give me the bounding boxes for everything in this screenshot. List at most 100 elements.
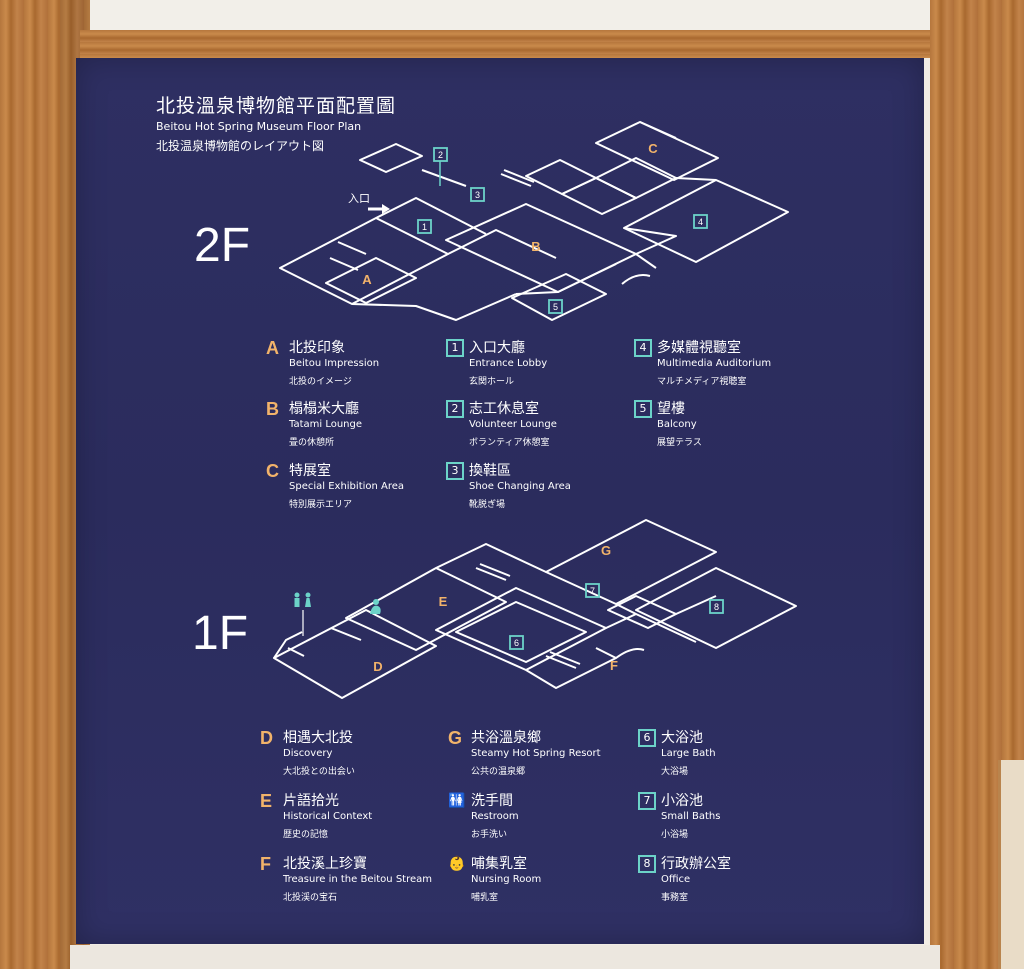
legend-label-zh: 共浴溫泉鄉 [471, 730, 541, 746]
map-num-4: 4 [698, 217, 703, 227]
legend-label-jp: ボランティア休憩室 [469, 438, 550, 448]
legend-label-en: Steamy Hot Spring Resort [471, 748, 601, 759]
legend-label-zh: 相遇大北投 [283, 730, 353, 746]
plan-1f-outline [273, 519, 797, 699]
legend-marker-5: 5 [634, 400, 652, 418]
map-letter-g: G [601, 543, 611, 558]
map-nursing-icon [370, 599, 381, 614]
restroom-icon: 🚻 [448, 793, 466, 809]
map-num-8: 8 [714, 602, 719, 612]
legend-label-zh: 北投溪上珍寶 [283, 856, 367, 872]
legend-label-zh: 哺集乳室 [471, 856, 527, 872]
legend-label-en: Beitou Impression [289, 358, 380, 369]
legend-marker-d: D [260, 728, 273, 748]
legend-label-zh: 榻榻米大廳 [289, 401, 359, 417]
legend-label-jp: 特別展示エリア [289, 500, 353, 510]
legend-label-en: Tatami Lounge [289, 419, 363, 430]
legend-label-en: Multimedia Auditorium [657, 358, 772, 369]
legend-label-en: Volunteer Lounge [469, 419, 557, 430]
map-num-6: 6 [514, 638, 519, 648]
legend-label-en: Discovery [283, 748, 333, 759]
map-num-1: 1 [422, 222, 427, 232]
map-letter-f: F [610, 658, 618, 673]
legend-label-zh: 入口大廳 [469, 340, 525, 356]
legend-label-en: Special Exhibition Area [289, 481, 405, 492]
map-marker-3 [470, 187, 485, 202]
legend-label-en: Large Bath [661, 748, 716, 759]
room-4-outline [623, 179, 789, 263]
legend-label-zh: 換鞋區 [469, 463, 511, 479]
room-5-outline [511, 273, 607, 321]
map-num-7: 7 [590, 586, 595, 596]
map-marker-4 [693, 214, 708, 229]
legend-label-zh: 大浴池 [661, 730, 703, 746]
legend-label-zh: 洗手間 [471, 793, 513, 809]
legend-label-en: Historical Context [283, 811, 373, 822]
legend-marker-6: 6 [638, 729, 656, 747]
legend-label-zh: 多媒體視聽室 [657, 340, 741, 356]
map-marker-6 [509, 635, 524, 650]
legend-marker-2: 2 [446, 400, 464, 418]
legend-label-jp: 北投のイメージ [289, 377, 352, 387]
map-letter-d: D [373, 659, 382, 674]
map-num-3: 3 [475, 190, 480, 200]
room-8-outline [635, 567, 797, 649]
legend-marker-f: F [260, 854, 271, 874]
wall-bottom [70, 945, 940, 969]
room-g-outline [545, 519, 717, 605]
legend-label-zh: 望樓 [657, 401, 685, 417]
map-entrance-label: 入口 [348, 192, 370, 205]
legend-label-en: Nursing Room [471, 874, 542, 885]
wall-top [90, 0, 930, 30]
map-letter-e: E [439, 594, 448, 609]
legend-label-jp: 小浴場 [661, 830, 689, 840]
legend-label-jp: 畳の休憩所 [289, 438, 335, 448]
map-num-2: 2 [438, 150, 443, 160]
legend-marker-8: 8 [638, 855, 656, 873]
legend-marker-g: G [448, 728, 463, 748]
room-e-outline [345, 567, 507, 651]
plan-2f-outline [279, 121, 789, 321]
legend-label-jp: お手洗い [471, 830, 508, 840]
legend-label-en: Balcony [657, 419, 697, 430]
legend-label-en: Entrance Lobby [469, 358, 548, 369]
room-f-outline [525, 647, 617, 689]
legend-label-zh: 特展室 [289, 463, 331, 479]
legend-marker-b: B [266, 399, 279, 419]
legend-marker-a: A [266, 338, 279, 358]
legend-label-en: Treasure in the Beitou Stream [283, 874, 432, 885]
map-letter-c: C [648, 141, 658, 156]
legend-label-jp: 歴史の記憶 [283, 830, 329, 840]
door-frame [998, 760, 1024, 969]
floor-label-2f: 2F [194, 219, 251, 272]
room-d-outline [273, 609, 437, 699]
legend-label-jp: 事務室 [661, 893, 689, 903]
floor-plan-diagram: 2 1 3 4 5 6 7 8 A B C D E F G 入口 [273, 121, 797, 699]
legend-label-zh: 北投印象 [289, 340, 345, 356]
legend-label-en: Restroom [471, 811, 519, 822]
board-title-jp: 北投温泉博物館のレイアウト図 [156, 139, 325, 153]
legend-label-en: Shoe Changing Area [469, 481, 571, 492]
floor-plan-board: 北投溫泉博物館平面配置圖 Beitou Hot Spring Museum Fl… [76, 58, 924, 944]
legend-label-jp: 哺乳室 [471, 893, 499, 903]
nursing-icon: 👶 [448, 856, 466, 872]
legend-label-zh: 行政辦公室 [661, 856, 731, 872]
floor-label-1f: 1F [192, 607, 249, 660]
map-marker-7 [585, 583, 600, 598]
legend-label-jp: 玄関ホール [469, 377, 515, 387]
board-title-zh: 北投溫泉博物館平面配置圖 [156, 95, 397, 117]
map-letter-b: B [531, 239, 540, 254]
legend-marker-1: 1 [446, 339, 464, 357]
legend-label-jp: マルチメディア視聴室 [657, 377, 747, 387]
legend-label-jp: 展望テラス [657, 438, 702, 448]
legend-label-en: Small Baths [661, 811, 721, 822]
map-num-5: 5 [553, 302, 558, 312]
legend-marker-4: 4 [634, 339, 652, 357]
map-marker-1 [417, 219, 432, 234]
legend-label-zh: 志工休息室 [469, 401, 539, 417]
room-b-outline [445, 203, 637, 293]
legend-marker-c: C [266, 461, 279, 481]
map-letter-a: A [362, 272, 372, 287]
legend-label-zh: 片語拾光 [283, 793, 339, 809]
legend-label-en: Office [661, 874, 691, 885]
